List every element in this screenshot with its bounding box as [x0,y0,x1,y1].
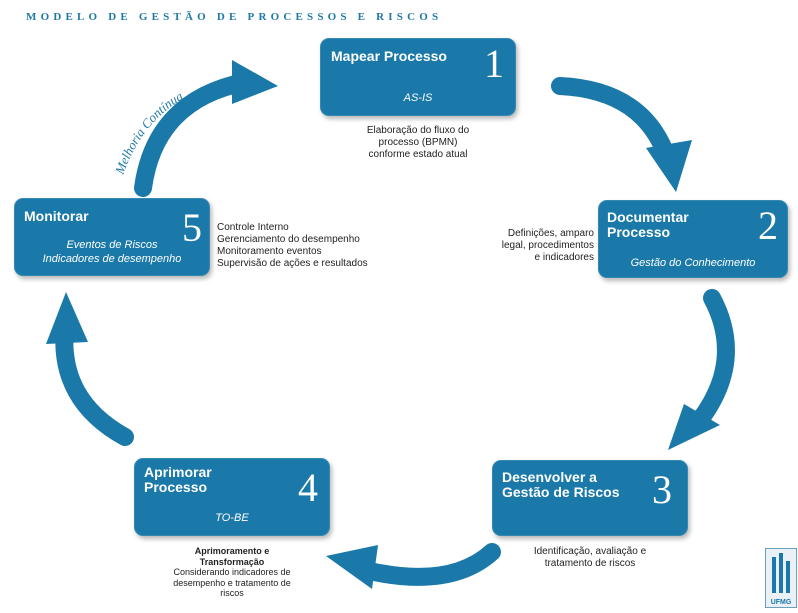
step-4-description-line: riscos [220,588,244,598]
step-2-description: Definições, amparo legal, procedimentos … [440,228,594,264]
step-5-title: Monitorar [24,208,89,224]
step-2-subtitle: Gestão do Conhecimento [630,257,756,269]
step-1-title: Mapear Processo [331,48,447,64]
ufmg-logo: UFMG [765,548,797,608]
step-1-description-line: conforme estado atual [368,149,468,160]
step-3-title: Desenvolver a Gestão de Riscos [502,470,620,500]
arrow-5-to-1 [134,73,254,197]
logo-bar [772,557,776,593]
arrow-2-to-3-head [668,404,720,450]
arrow-1-to-2 [551,77,677,169]
step-1-box: Mapear Processo 1 AS-IS [320,38,516,116]
step-3-description-line: Identificação, avaliação e [533,546,647,557]
logo-bar [779,553,783,593]
step-3-title-line: Gestão de Riscos [502,484,620,500]
step-2-description-line: legal, procedimentos [501,240,594,251]
step-4-subtitle: TO-BE [215,512,249,524]
arrow-4-to-5 [55,319,134,446]
step-3-number: 3 [652,467,672,512]
step-3-description-line: tratamento de riscos [544,558,636,569]
step-2-description-line: e indicadores [534,252,594,263]
step-2-title: Documentar Processo [607,210,689,240]
step-1-description-line: processo (BPMN) [378,137,458,148]
step-4-number: 4 [298,465,318,510]
logo-bar [786,561,790,593]
step-3-description: Identificação, avaliação e tratamento de… [492,546,688,570]
step-5-subtitle-line: Eventos de Riscos [66,239,158,251]
step-3-title-line: Desenvolver a [502,469,597,485]
step-3-box: Desenvolver a Gestão de Riscos 3 [492,460,688,536]
step-4-title: Aprimorar Processo [144,465,212,495]
step-4-description-line: desempenho e tratamento de [173,577,291,588]
step-5-description-line: Controle Interno [217,222,289,233]
step-2-title-line: Documentar [607,209,689,225]
step-5-subtitle-line: Indicadores de desempenho [42,253,182,265]
arrow-1-to-2-head [646,140,692,192]
step-4-title-line: Processo [144,479,208,495]
step-1-description: Elaboração do fluxo do processo (BPMN) c… [318,125,518,161]
arrow-3-to-4 [356,543,501,586]
arrow-2-to-3 [691,289,735,429]
step-1-number: 1 [484,41,504,86]
arrow-4-to-5-head [46,292,88,344]
step-4-description-heading: Transformação [199,556,265,567]
step-2-number: 2 [758,203,778,248]
step-2-title-line: Processo [607,224,671,240]
step-5-description: Controle Interno Gerenciamento do desemp… [217,222,437,270]
step-5-box: Monitorar 5 Eventos de Riscos Indicadore… [14,198,210,276]
step-5-description-line: Gerenciamento do desempenho [217,234,360,245]
step-5-description-line: Supervisão de ações e resultados [217,258,368,269]
arrow-5-to-1-head [232,60,278,104]
step-4-description-line: Considerando indicadores de [173,567,291,577]
step-5-subtitle: Eventos de Riscos Indicadores de desempe… [14,238,210,266]
step-5-description-line: Monitoramento eventos [217,246,322,257]
step-2-description-line: Definições, amparo [507,228,594,239]
step-5-number: 5 [182,205,202,250]
step-4-title-line: Aprimorar [144,464,212,480]
arrow-3-to-4-head [326,545,378,589]
step-1-subtitle: AS-IS [403,92,433,104]
step-4-description-heading: Aprimoramento e [194,546,270,556]
step-4-box: Aprimorar Processo 4 TO-BE [134,458,330,536]
step-1-description-line: Elaboração do fluxo do [366,125,470,136]
step-4-description: Aprimoramento e Transformação Consideran… [132,546,332,599]
step-2-box: Documentar Processo 2 Gestão do Conhecim… [598,200,788,278]
diagram-title: MODELO DE GESTÃO DE PROCESSOS E RISCOS [26,11,443,23]
logo-text: UFMG [770,599,792,606]
